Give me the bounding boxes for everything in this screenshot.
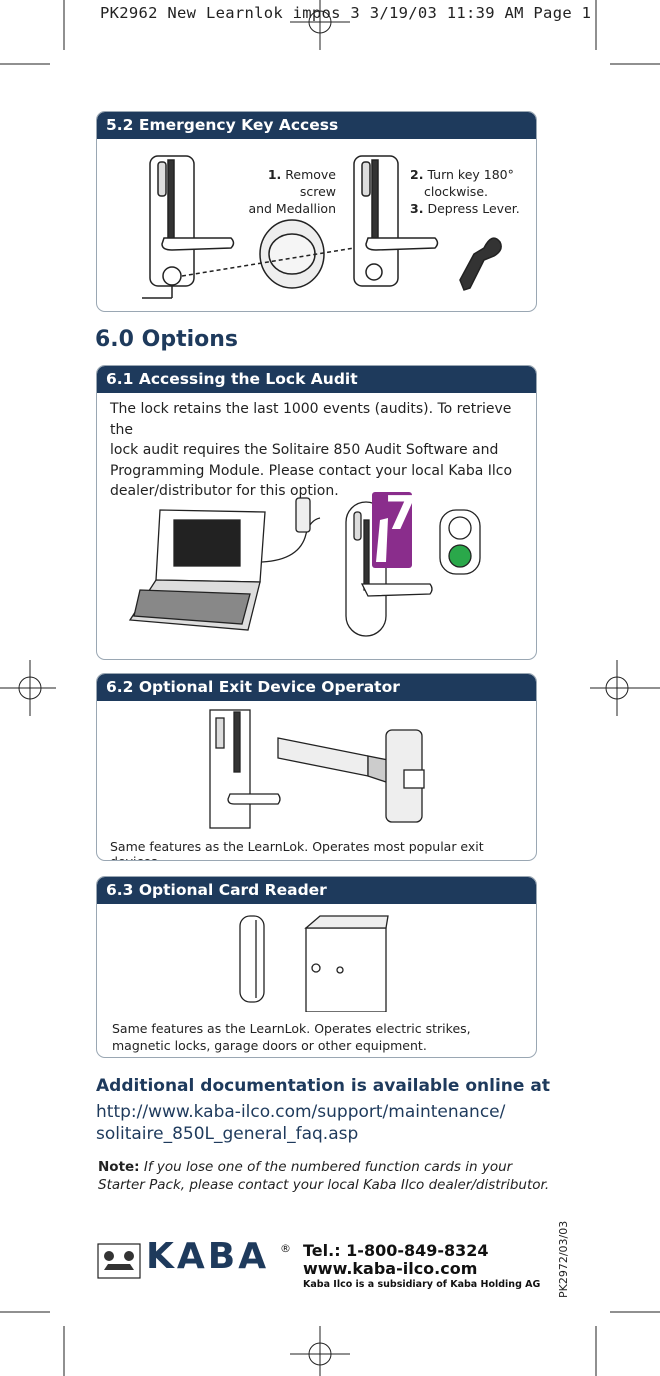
exit-device-illustration bbox=[209, 709, 425, 829]
subsidiary-text: Kaba Ilco is a subsidiary of Kaba Holdin… bbox=[303, 1279, 541, 1290]
lock-illustration-medallion bbox=[142, 155, 502, 299]
card-number: 7 bbox=[385, 486, 418, 540]
section-exit-device: 6.2 Optional Exit Device Operator Same f… bbox=[96, 673, 537, 861]
lock-audit-body: The lock retains the last 1000 events (a… bbox=[110, 401, 513, 499]
page-title-options: 6.0 Options bbox=[95, 327, 239, 352]
card-reader-caption: Same features as the LearnLok. Operates … bbox=[112, 1021, 471, 1053]
section-header: 6.3 Optional Card Reader bbox=[97, 877, 536, 904]
section-header: 6.1 Accessing the Lock Audit bbox=[97, 366, 536, 393]
section-header: 6.2 Optional Exit Device Operator bbox=[97, 674, 536, 701]
kaba-logo-text: KABA bbox=[146, 1236, 270, 1277]
card-reader-illustration bbox=[239, 915, 389, 1012]
document-code: PK2972/03/03 bbox=[557, 1220, 570, 1298]
docs-url-line2[interactable]: solitaire_850L_general_faq.asp bbox=[96, 1124, 359, 1144]
kaba-logo bbox=[97, 1243, 141, 1279]
section-header: 5.2 Emergency Key Access bbox=[97, 112, 536, 139]
additional-docs-heading: Additional documentation is available on… bbox=[96, 1076, 550, 1096]
audit-setup-illustration bbox=[128, 492, 481, 637]
docs-url-line1[interactable]: http://www.kaba-ilco.com/support/mainten… bbox=[96, 1102, 506, 1122]
note: Note: If you lose one of the numbered fu… bbox=[98, 1159, 550, 1193]
telephone: Tel.: 1-800-849-8324 bbox=[303, 1241, 489, 1260]
step-2-3-text: 2. Turn key 180° clockwise. 3. Depress L… bbox=[410, 167, 520, 216]
exit-device-caption: Same features as the LearnLok. Operates … bbox=[110, 839, 484, 860]
registered-mark: ® bbox=[280, 1242, 291, 1255]
print-slug: PK2962 New Learnlok impos 3 3/19/03 11:3… bbox=[100, 4, 592, 22]
website[interactable]: www.kaba-ilco.com bbox=[303, 1259, 478, 1278]
